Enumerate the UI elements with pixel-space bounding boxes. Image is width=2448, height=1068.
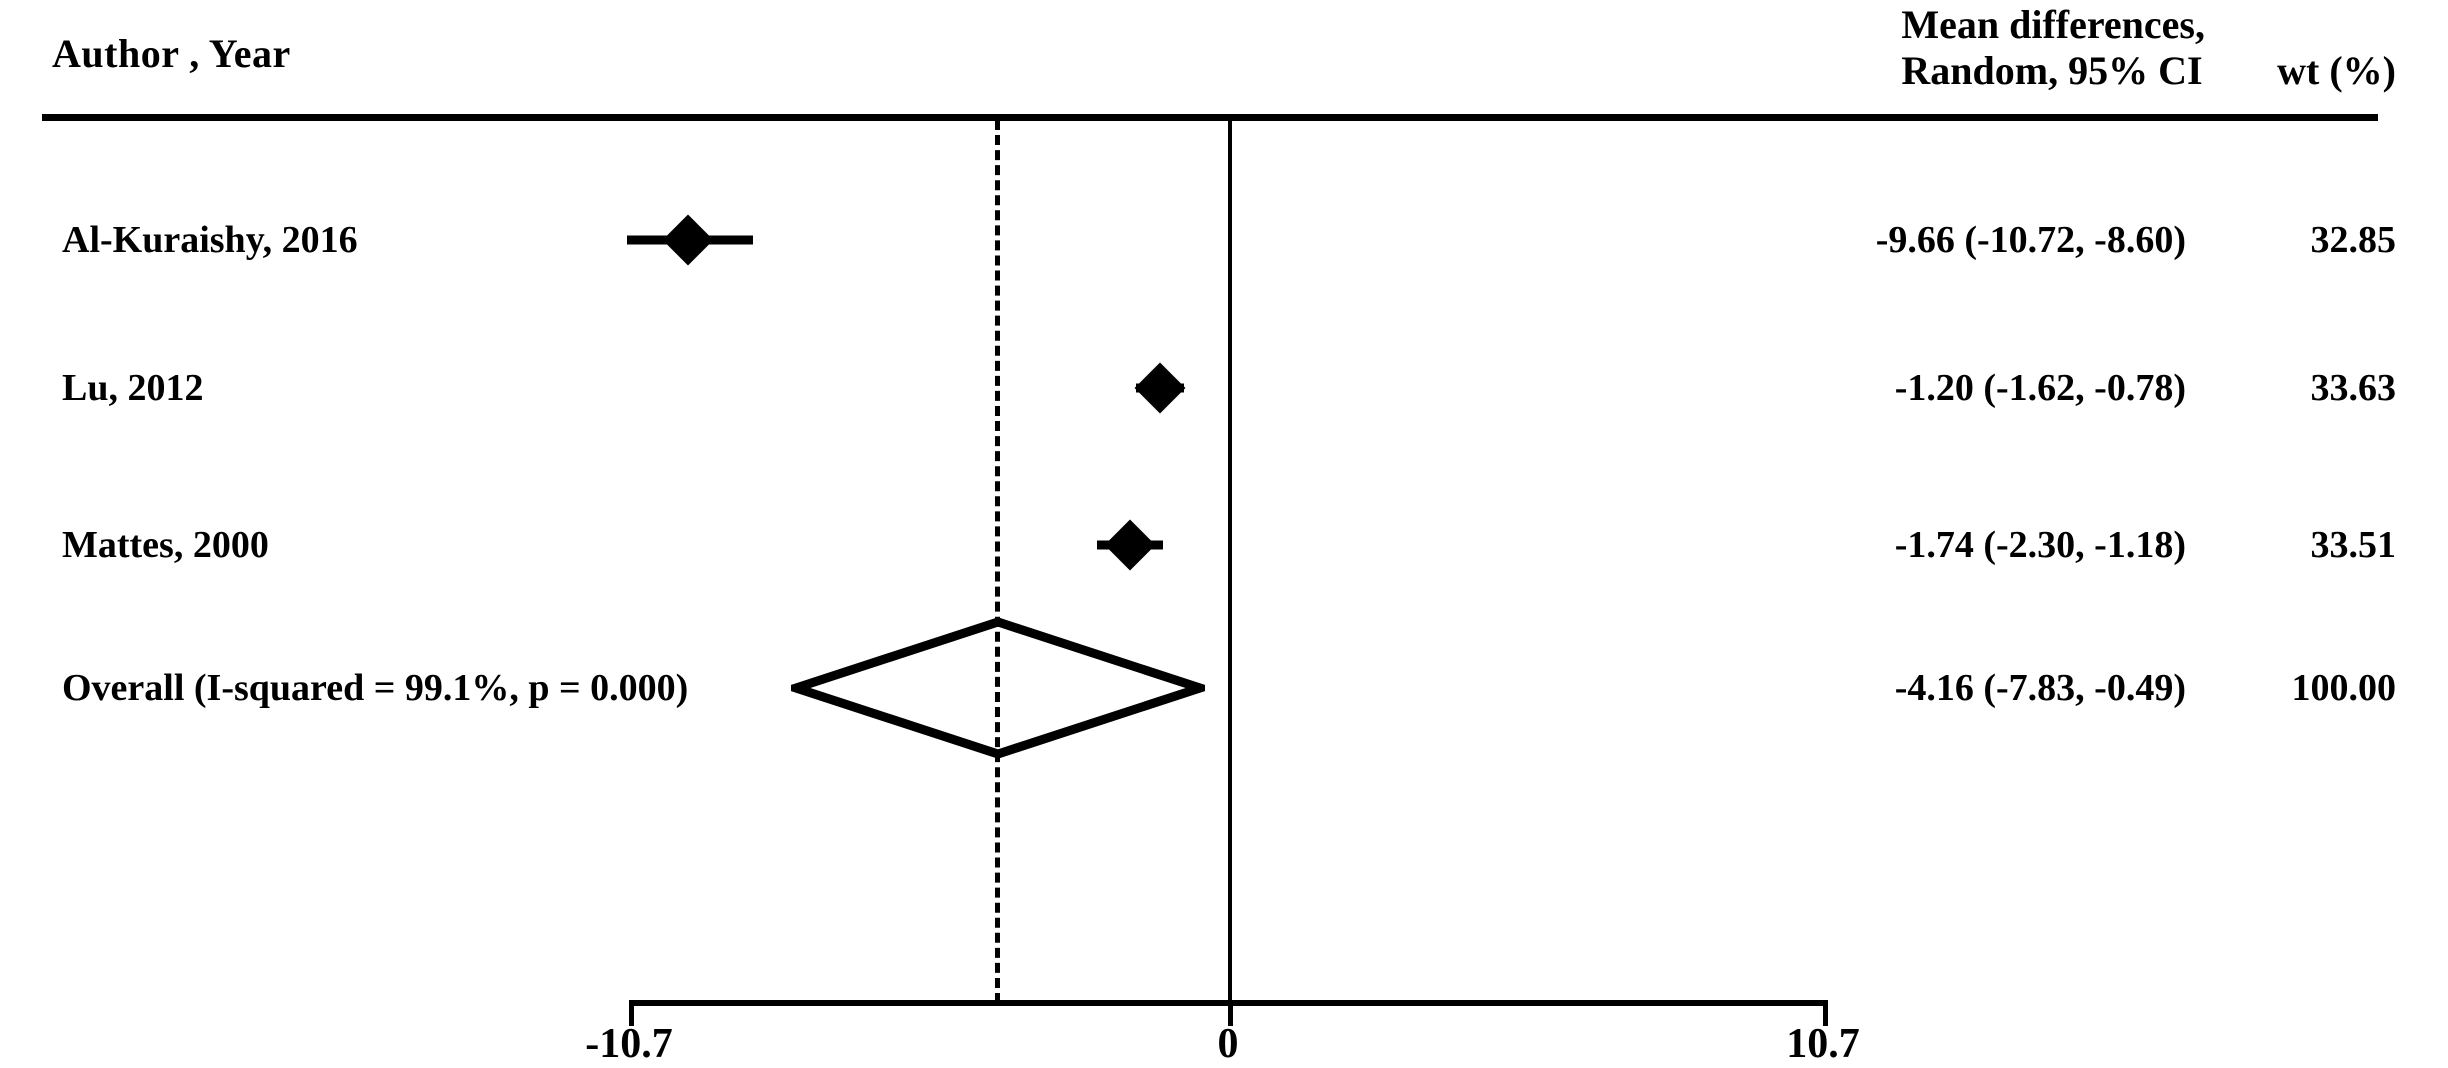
column-header-effect-line2: Random, 95% CI	[1901, 48, 2203, 93]
study-label-row-1: Lu, 2012	[62, 367, 204, 409]
x-axis-tick-center	[1228, 1000, 1233, 1026]
study-label-row-2: Mattes, 2000	[62, 524, 269, 566]
weight-value-row-0: 32.85	[2310, 219, 2397, 261]
weight-value-row-1: 33.63	[2310, 367, 2397, 409]
study-label-row-0: Al-Kuraishy, 2016	[62, 219, 358, 261]
header-rule	[42, 114, 2378, 121]
point-estimate-marker-row-1	[1134, 362, 1186, 414]
null-effect-line	[1228, 120, 1232, 1003]
x-axis-label-right: 10.7	[1786, 1021, 1860, 1067]
effect-value-row-1: -1.20 (-1.62, -0.78)	[1894, 367, 2186, 409]
x-axis-label-left: -10.7	[585, 1021, 673, 1067]
x-axis-label-center: 0	[1217, 1021, 1239, 1067]
column-header-weight: wt (%)	[2277, 48, 2396, 93]
point-estimate-marker-row-0	[662, 214, 714, 266]
point-estimate-marker-row-2	[1104, 519, 1156, 571]
column-header-effect-line1: Mean differences,	[1901, 2, 2205, 47]
x-axis-line	[629, 1000, 1825, 1006]
column-header-effect: Mean differences, Random, 95% CI	[1901, 2, 2205, 94]
column-header-author-year: Author , Year	[52, 31, 291, 76]
weight-value-row-2: 33.51	[2310, 524, 2397, 566]
effect-value-row-2: -1.74 (-2.30, -1.18)	[1894, 524, 2186, 566]
summary-diamond	[791, 616, 1205, 760]
overall-weight-value: 100.00	[2291, 667, 2397, 709]
x-axis-tick-right	[1823, 1000, 1828, 1026]
x-axis-tick-left	[629, 1000, 634, 1026]
effect-value-row-0: -9.66 (-10.72, -8.60)	[1875, 219, 2186, 261]
summary-effect-line	[995, 120, 1000, 1003]
overall-label: Overall (I-squared = 99.1%, p = 0.000)	[62, 667, 689, 709]
overall-effect-value: -4.16 (-7.83, -0.49)	[1894, 667, 2186, 709]
